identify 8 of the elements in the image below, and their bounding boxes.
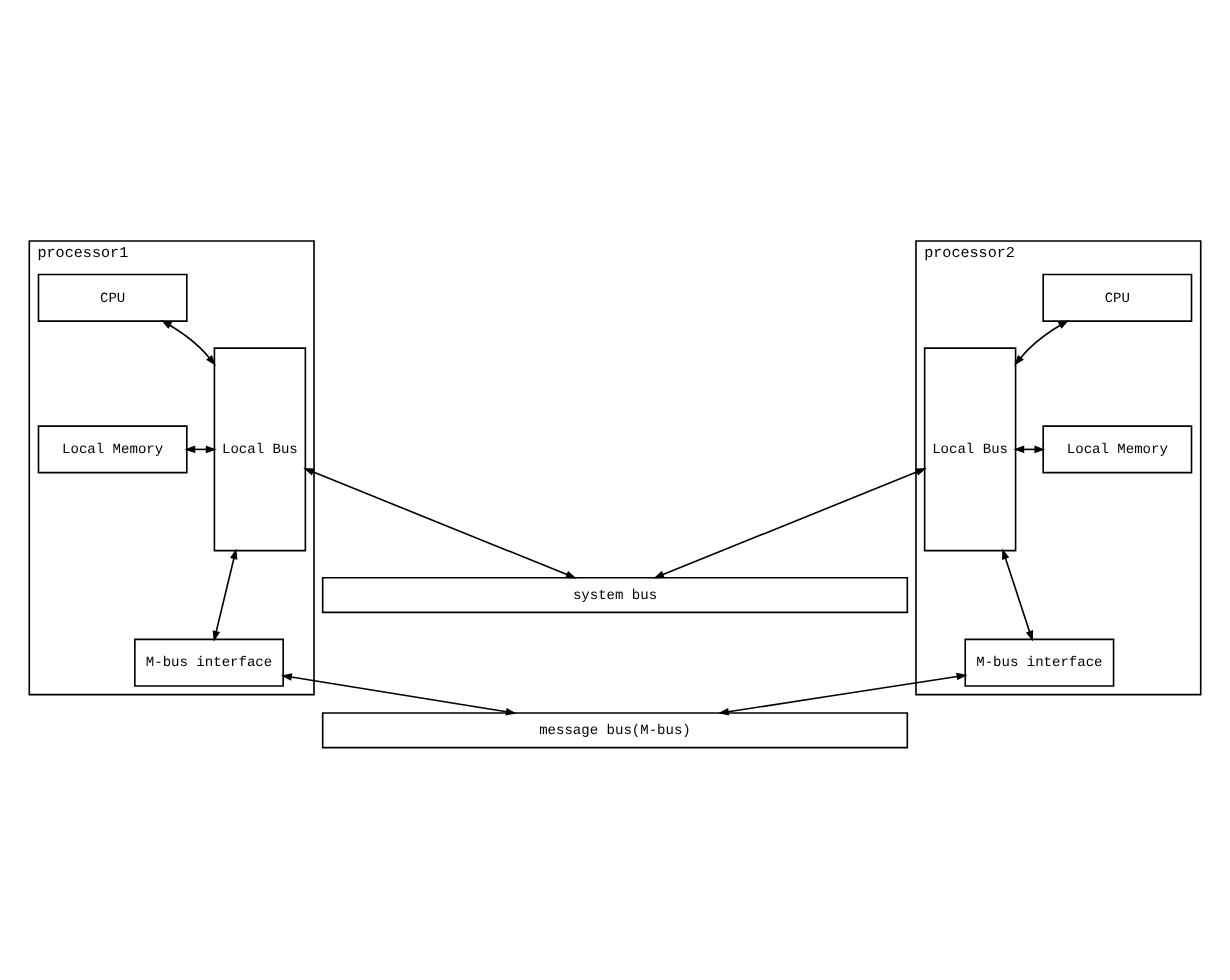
- arrow: [1014, 320, 1070, 366]
- arrow: [281, 673, 517, 716]
- arrow: [303, 468, 577, 579]
- arrow: [1002, 548, 1034, 642]
- arrow: [212, 548, 238, 642]
- arrow: [653, 468, 927, 579]
- arrow: [160, 320, 216, 366]
- arrow: [718, 672, 968, 716]
